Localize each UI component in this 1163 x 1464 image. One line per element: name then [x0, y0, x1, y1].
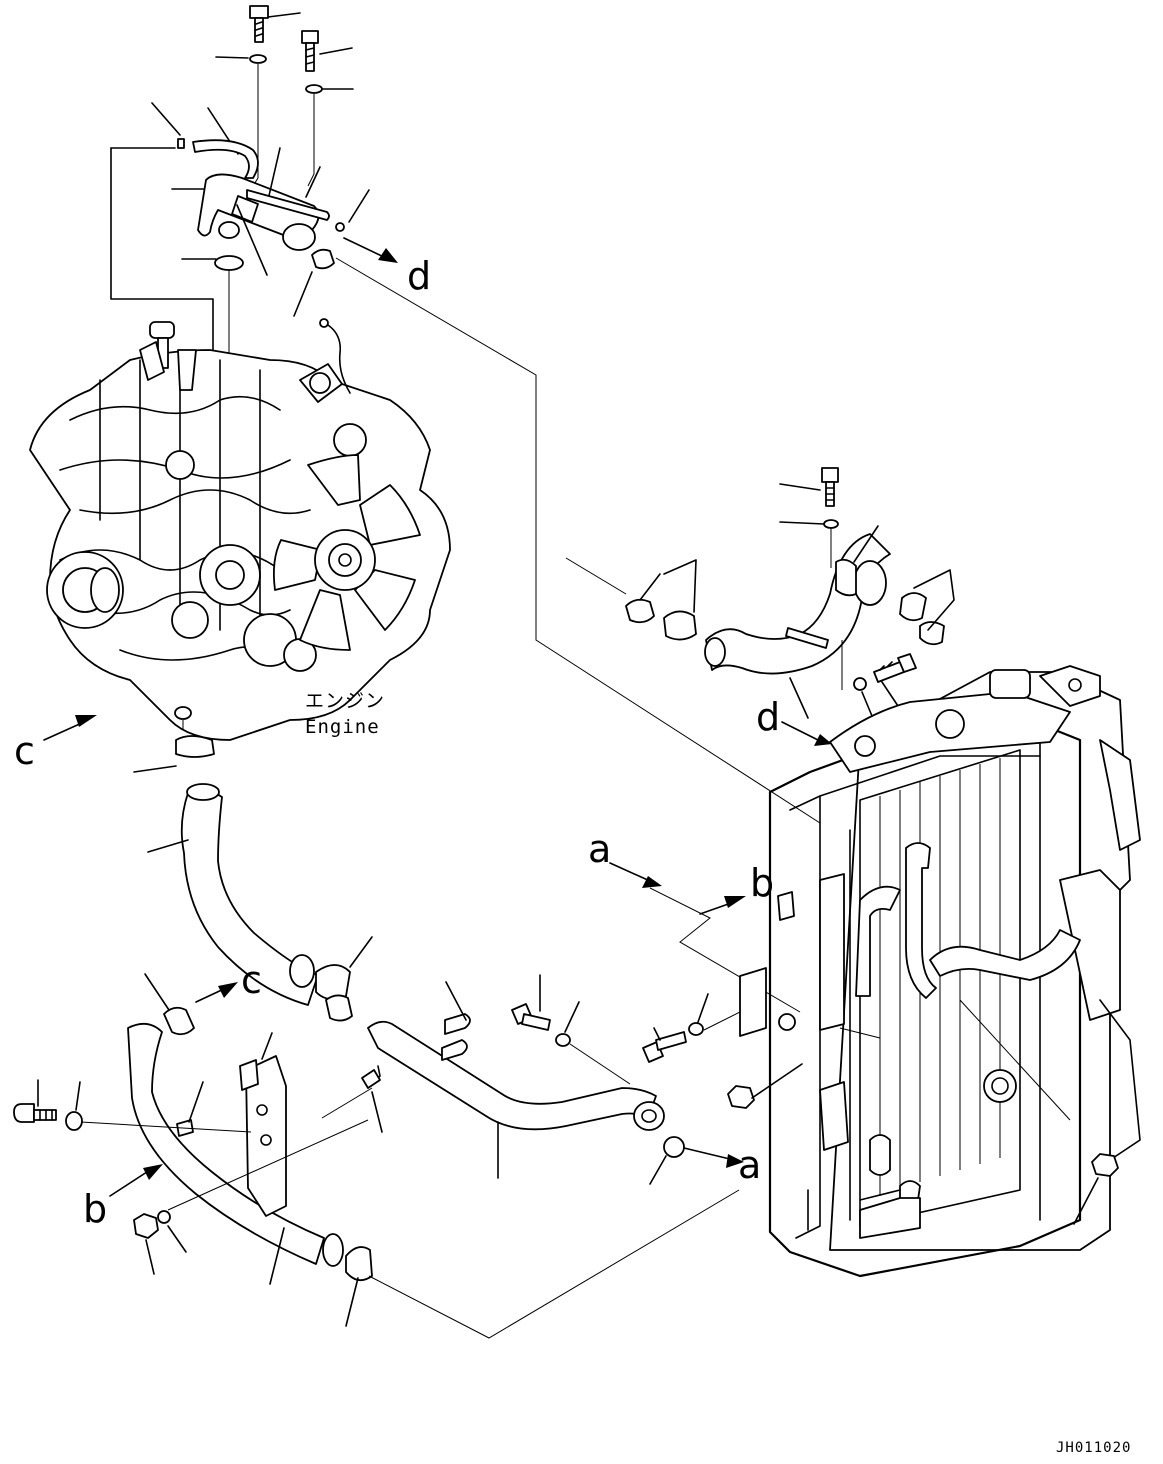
callout-c-lower-label: c	[241, 958, 262, 1002]
engine-label-en: Engine	[305, 716, 380, 738]
callout-b-upper: b	[699, 861, 774, 915]
callout-a-upper: a	[588, 827, 801, 1013]
callout-b-label: b	[83, 1187, 107, 1231]
callout-c-label: c	[14, 729, 35, 773]
top-bolt-group	[215, 5, 354, 187]
left-bolt-washer	[13, 1079, 187, 1275]
lower-return-hose	[80, 1022, 740, 1339]
cooling-fan	[272, 454, 421, 651]
callout-d-label: d	[407, 254, 431, 298]
callout-a-label: a	[588, 827, 611, 871]
radiator-upper-hose	[565, 467, 955, 719]
callout-d-upper: d	[343, 237, 431, 298]
long-pipe: a	[321, 974, 803, 1187]
drawing-code: JH011020	[1056, 1440, 1131, 1456]
callout-c-engine: c	[14, 715, 97, 773]
callout-d-radiator-label: d	[756, 695, 780, 739]
callout-a-lower-label: a	[738, 1143, 761, 1187]
callout-c-lower: c	[144, 958, 262, 1036]
radiator-assembly	[739, 665, 1141, 1278]
engine-label-jp: エンジン	[305, 690, 385, 712]
callout-d-radiator: d	[756, 695, 832, 746]
callout-b-lower: b	[83, 1164, 163, 1231]
lower-hose-engine	[133, 720, 373, 1022]
upper-hose-assembly	[110, 102, 821, 824]
